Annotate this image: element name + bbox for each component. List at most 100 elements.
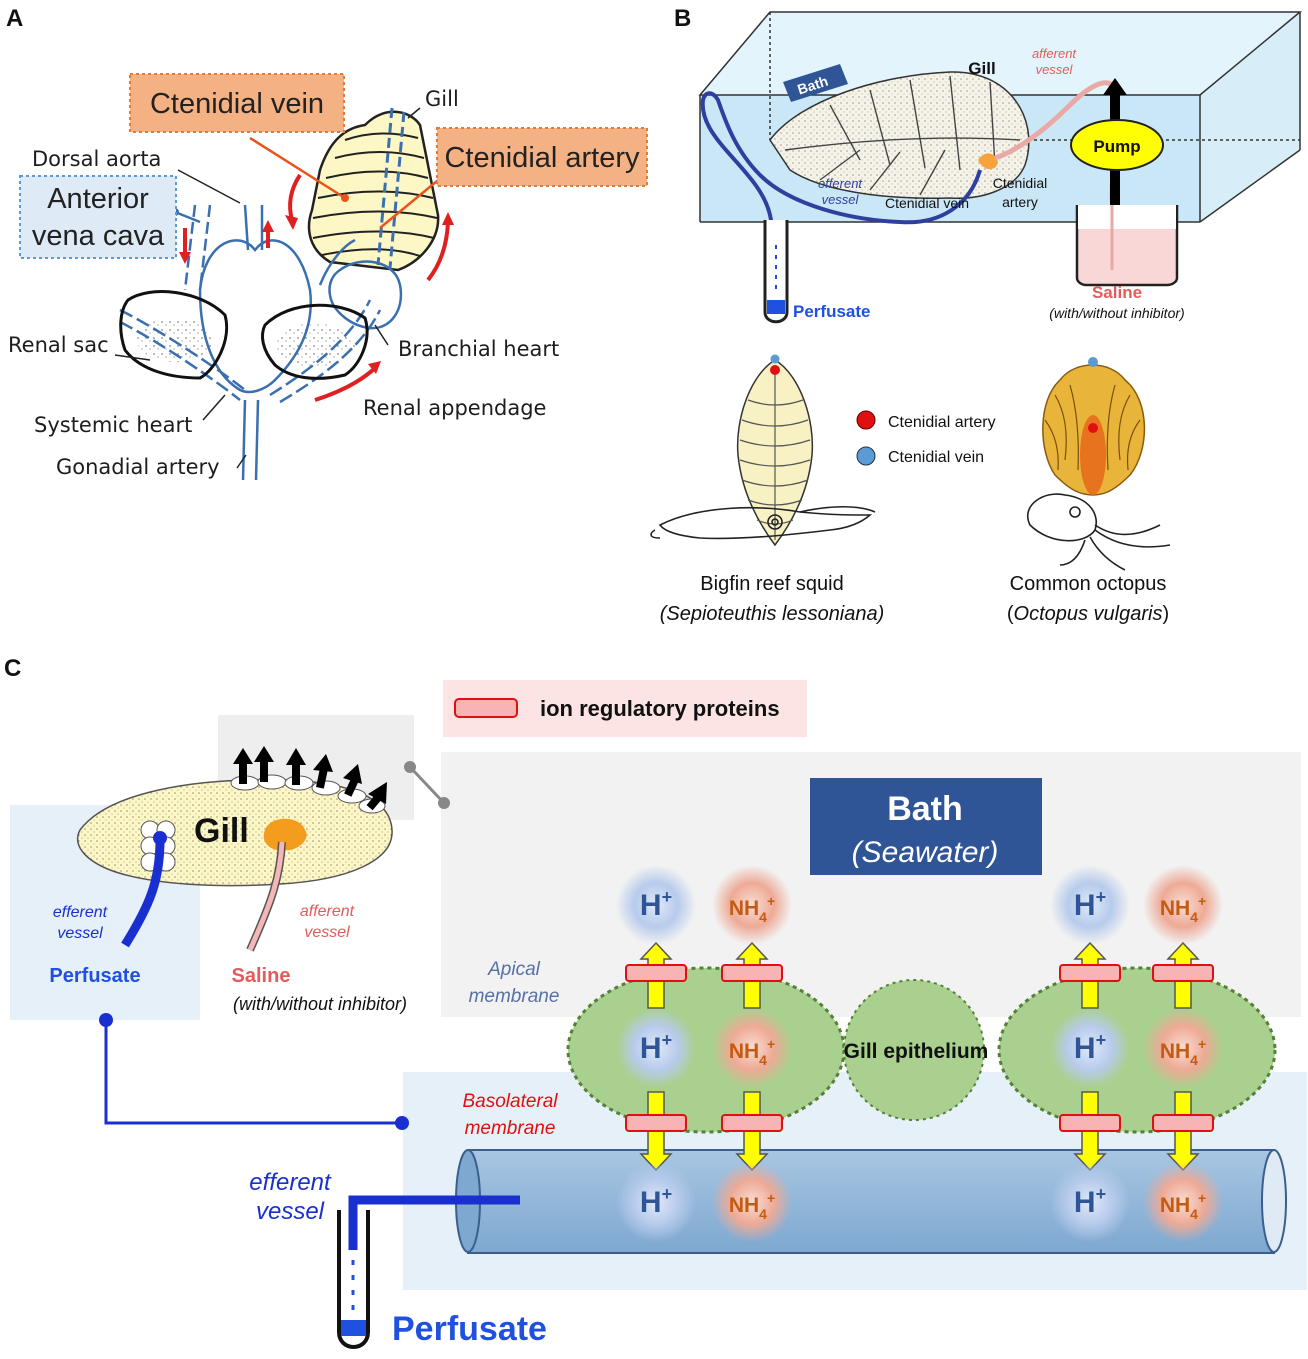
ctenidial-vein-label: Ctenidial vein <box>150 88 324 120</box>
ion-layer: H+H+H+NH4+NH4+NH4+H+H+H+NH4+NH4+NH4+ <box>616 865 1223 1242</box>
dorsal-aorta-label: Dorsal aorta <box>32 147 161 171</box>
bath-subtitle: (Seawater) <box>852 836 999 869</box>
apical-label-1: Apical <box>487 959 541 980</box>
col-2-blood-ion-bubble <box>712 1162 792 1242</box>
legend-protein-swatch <box>454 698 518 718</box>
panel-c: C ion regulatory proteins <box>4 655 1307 1349</box>
octopus-name: Common octopus <box>1010 573 1167 595</box>
bath-title: Bath <box>887 790 963 828</box>
efferent-vessel-tube <box>455 1149 1287 1254</box>
afferent-label-1: afferent <box>1032 46 1077 61</box>
col-1-blood-ion-bubble <box>616 1162 696 1242</box>
col-2-bath-ion-bubble <box>712 865 792 945</box>
saline-beaker <box>1075 200 1179 287</box>
ctenidial-artery-label: Ctenidial artery <box>444 142 640 174</box>
epithelial-cell-right <box>997 966 1277 1134</box>
pump-label: Pump <box>1093 137 1140 156</box>
efferent-label-2: vessel <box>822 192 860 207</box>
col-1-cell-ion-label: H+ <box>640 1030 672 1065</box>
col-4-bath-ion-bubble <box>1143 865 1223 945</box>
col-2-cell-ion-label: NH4+ <box>729 1036 775 1068</box>
panel-a-gill <box>307 107 440 272</box>
panel-c-efferent-label-2: vessel <box>57 925 103 942</box>
zoom-connector <box>408 765 446 805</box>
col-1-bath-ion-label: H+ <box>640 887 672 922</box>
perfusate-connector <box>104 1020 402 1125</box>
col-1-cell-ion-bubble <box>616 1008 696 1088</box>
col-4-blood-ion-bubble <box>1143 1162 1223 1242</box>
octopus-latin-line: (Octopus vulgaris) <box>1007 603 1169 625</box>
big-efferent-label-1: efferent <box>249 1169 332 1196</box>
panel-b-ctenidial-vein-label: Ctenidial vein <box>885 195 969 211</box>
squid-latin: (Sepioteuthis lessoniana) <box>660 603 885 625</box>
renal-sacs <box>119 290 369 380</box>
bath-title-box <box>810 778 1042 875</box>
legend-artery-label: Ctenidial artery <box>888 414 996 431</box>
col-1-basolateral-protein <box>625 1114 687 1132</box>
epithelial-cell-middle <box>843 979 985 1121</box>
col-2-basolateral-protein <box>721 1114 783 1132</box>
panel-b-saline-note: (with/without inhibitor) <box>1049 305 1184 321</box>
panel-c-saline-note: (with/without inhibitor) <box>233 994 407 1014</box>
branchial-heart-label: Branchial heart <box>398 337 559 361</box>
col-4-bath-ion-label: NH4+ <box>1160 893 1206 925</box>
gill-label: Gill <box>425 87 459 111</box>
renal-sac-label: Renal sac <box>8 333 109 357</box>
col-2-blood-ion-label: NH4+ <box>729 1190 775 1222</box>
panel-a-label: A <box>6 5 23 32</box>
col-3-blood-ion-bubble <box>1050 1162 1130 1242</box>
anterior-vena-cava-label-2: vena cava <box>32 220 165 252</box>
panel-c-perfusate-label: Perfusate <box>49 965 140 987</box>
efflux-arrows <box>233 746 387 811</box>
ctenidial-vein-box <box>129 73 345 133</box>
panel-b: B Bath <box>650 5 1303 625</box>
afferent-label-2: vessel <box>1036 62 1074 77</box>
col-3-cell-ion-label: H+ <box>1074 1030 1106 1065</box>
panel-c-afferent-label-2: vessel <box>304 924 350 941</box>
col-2-apical-protein <box>721 964 783 982</box>
afferent-tube <box>994 80 1118 201</box>
panel-b-saline-label: Saline <box>1092 283 1142 302</box>
octopus-drawing <box>1027 493 1171 571</box>
gonadial-artery-label: Gonadial artery <box>56 455 220 479</box>
epithelial-cell-left <box>566 966 846 1134</box>
panel-c-gill <box>77 774 393 952</box>
col-4-cell-ion-label: NH4+ <box>1160 1036 1206 1068</box>
systemic-heart-label: Systemic heart <box>34 413 192 437</box>
squid-gill <box>736 354 814 547</box>
big-perfusate-label: Perfusate <box>392 1310 547 1348</box>
col-2-bath-ion-label: NH4+ <box>729 893 775 925</box>
artery-legend-dot <box>856 410 876 430</box>
col-1-apical-protein <box>625 964 687 982</box>
vein-legend-dot <box>856 446 876 466</box>
col-3-bath-ion-bubble <box>1050 865 1130 945</box>
squid-drawing <box>650 506 876 540</box>
renal-appendage-label: Renal appendage <box>363 396 546 420</box>
panel-b-ctenidial-artery-label-1: Ctenidial <box>993 175 1047 191</box>
col-4-apical-protein <box>1152 964 1214 982</box>
gill-epithelium-label: Gill epithelium <box>844 1040 989 1063</box>
flow-arrows <box>179 173 454 402</box>
col-3-bath-ion-label: H+ <box>1074 887 1106 922</box>
efferent-tube <box>700 91 982 241</box>
apical-label-2: membrane <box>469 986 560 1007</box>
anterior-vena-cava-label-1: Anterior <box>47 183 149 215</box>
col-3-basolateral-protein <box>1059 1114 1121 1132</box>
panel-b-gill-label: Gill <box>968 59 995 78</box>
ctenidial-artery-box <box>436 127 648 187</box>
col-4-blood-ion-label: NH4+ <box>1160 1190 1206 1222</box>
col-4-basolateral-protein <box>1152 1114 1214 1132</box>
panel-a-leaders <box>114 107 421 469</box>
anterior-vena-cava-box <box>19 175 177 259</box>
squid-name: Bigfin reef squid <box>700 573 843 595</box>
efferent-label-1: efferent <box>818 176 863 191</box>
big-perfusate-tube <box>337 1195 520 1349</box>
branchial-heart-shape <box>328 260 403 330</box>
vein-pointer <box>249 136 346 200</box>
basolateral-label-2: membrane <box>465 1118 556 1139</box>
col-3-cell-ion-bubble <box>1050 1008 1130 1088</box>
pump: Pump <box>1070 78 1164 205</box>
panel-c-gill-label: Gill <box>194 812 249 850</box>
octopus-gill <box>1042 357 1146 496</box>
